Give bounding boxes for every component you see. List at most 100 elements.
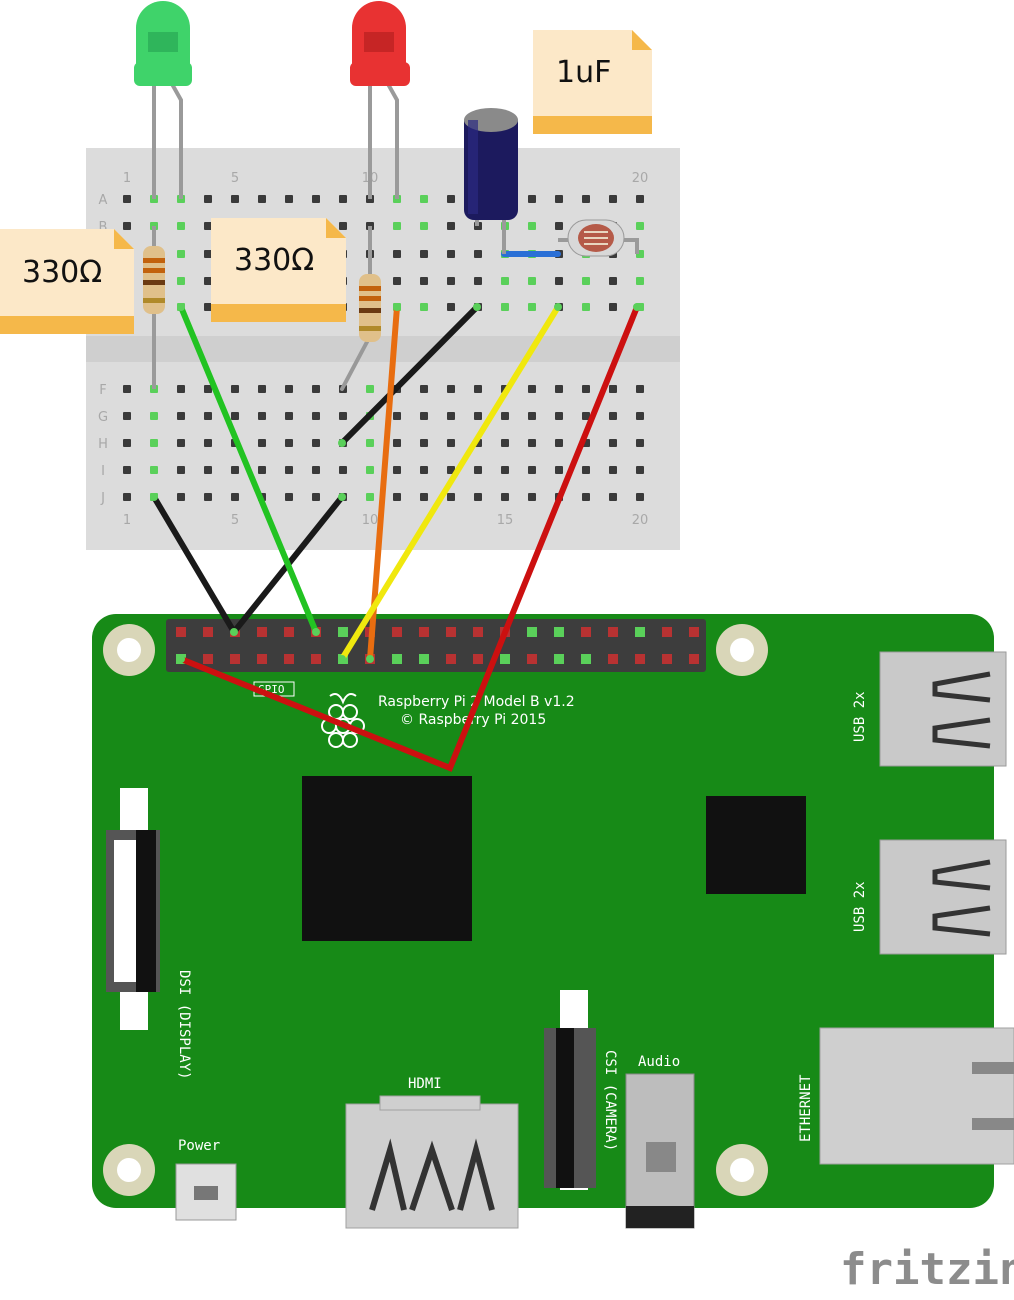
breadboard-hole: [420, 303, 428, 311]
gpio-header: GPIO: [166, 619, 706, 697]
breadboard-hole: [312, 466, 320, 474]
row-label: A: [99, 193, 108, 208]
breadboard-hole: [555, 195, 563, 203]
breadboard-hole: [447, 222, 455, 230]
breadboard-hole: [123, 493, 131, 501]
breadboard-hole: [420, 277, 428, 285]
csi-connector: [544, 990, 596, 1190]
breadboard-hole: [366, 493, 374, 501]
breadboard-hole: [420, 439, 428, 447]
breadboard-hole: [501, 412, 509, 420]
gpio-pin: [176, 627, 186, 637]
breadboard-hole: [636, 277, 644, 285]
gpio-pin: [446, 654, 456, 664]
pcb: [92, 614, 994, 1208]
note-cap-text: 1uF: [556, 55, 611, 90]
capacitor: [464, 108, 518, 254]
lan-chip: [706, 796, 806, 894]
gpio-pin: [662, 654, 672, 664]
breadboard-hole: [609, 303, 617, 311]
breadboard-hole: [177, 412, 185, 420]
breadboard-hole: [420, 466, 428, 474]
gpio-pin: [392, 654, 402, 664]
fritzing-logo: fritzing: [840, 1244, 1014, 1295]
breadboard-hole: [204, 493, 212, 501]
gpio-pin: [527, 627, 537, 637]
breadboard-hole: [231, 493, 239, 501]
breadboard-hole: [528, 466, 536, 474]
breadboard-hole: [528, 412, 536, 420]
column-number: 15: [497, 513, 514, 528]
black-wire-1: [151, 494, 237, 635]
gpio-pin: [527, 654, 537, 664]
column-number: 20: [632, 171, 649, 186]
breadboard-hole: [285, 466, 293, 474]
green-led: [134, 1, 192, 199]
breadboard-hole: [312, 385, 320, 393]
gpio-pin: [203, 654, 213, 664]
breadboard-hole: [555, 385, 563, 393]
breadboard-hole: [204, 303, 212, 311]
breadboard-hole: [582, 195, 590, 203]
yellow-wire: [339, 304, 561, 662]
breadboard-hole: [609, 466, 617, 474]
breadboard-hole: [474, 466, 482, 474]
resistor-2: [359, 226, 381, 342]
gpio-pin: [419, 627, 429, 637]
breadboard-hole: [312, 195, 320, 203]
breadboard-hole: [447, 493, 455, 501]
breadboard-hole: [123, 466, 131, 474]
breadboard-hole: [636, 195, 644, 203]
note-resistor1-value: 330Ω: [0, 229, 134, 334]
breadboard-hole: [420, 493, 428, 501]
breadboard-hole: [447, 412, 455, 420]
gpio-pin: [608, 654, 618, 664]
gpio-pin: [203, 627, 213, 637]
breadboard-hole: [555, 412, 563, 420]
breadboard-hole: [501, 303, 509, 311]
usb-label-top: USB 2x: [852, 691, 868, 742]
red-led: [350, 1, 410, 199]
breadboard-hole: [204, 277, 212, 285]
breadboard-hole: [285, 412, 293, 420]
breadboard-hole: [474, 493, 482, 501]
hdmi-label: HDMI: [408, 1076, 442, 1092]
breadboard-hole: [582, 493, 590, 501]
gpio-pin: [257, 627, 267, 637]
breadboard-hole: [447, 195, 455, 203]
breadboard-hole: [258, 195, 266, 203]
breadboard-hole: [150, 466, 158, 474]
breadboard-hole: [474, 250, 482, 258]
breadboard-hole: [177, 439, 185, 447]
breadboard-hole: [609, 385, 617, 393]
breadboard-hole: [501, 493, 509, 501]
breadboard-hole: [312, 439, 320, 447]
green-wire: [178, 304, 319, 635]
breadboard-hole: [258, 385, 266, 393]
breadboard-hole: [285, 493, 293, 501]
breadboard-hole: [501, 466, 509, 474]
breadboard-hole: [474, 412, 482, 420]
breadboard-hole: [177, 493, 185, 501]
raspberry-logo: [321, 693, 365, 748]
gpio-pin: [635, 654, 645, 664]
breadboard-hole: [528, 493, 536, 501]
gpio-pin: [257, 654, 267, 664]
breadboard-hole: [231, 412, 239, 420]
gpio-pin: [284, 627, 294, 637]
resistor-1: [143, 226, 165, 389]
breadboard-hole: [582, 385, 590, 393]
breadboard-hole: [636, 466, 644, 474]
breadboard-hole: [636, 493, 644, 501]
column-number: 10: [362, 513, 379, 528]
breadboard-hole: [555, 222, 563, 230]
column-number: 1: [123, 513, 131, 528]
breadboard-hole: [447, 250, 455, 258]
breadboard-hole: [555, 439, 563, 447]
breadboard-hole: [123, 385, 131, 393]
breadboard-hole: [582, 412, 590, 420]
row-label: H: [98, 437, 108, 452]
breadboard-hole: [366, 466, 374, 474]
breadboard-hole: [366, 385, 374, 393]
note-resistor2-value: 330Ω: [211, 218, 346, 322]
